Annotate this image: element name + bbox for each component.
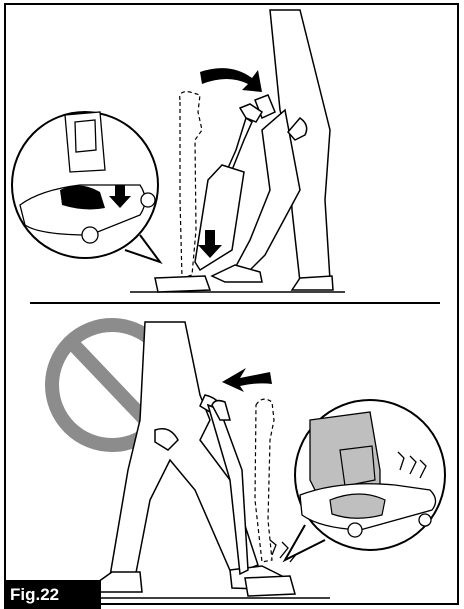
figure-label: Fig.22 bbox=[4, 580, 101, 609]
tilt-arrow bbox=[200, 68, 262, 92]
detail-circle-top bbox=[12, 112, 160, 262]
push-arrow bbox=[222, 368, 272, 392]
cleaner-base-bottom bbox=[245, 576, 295, 596]
person-bottom bbox=[96, 322, 286, 592]
top-panel bbox=[12, 10, 345, 292]
bottom-panel bbox=[52, 322, 445, 598]
detail-circle-bottom bbox=[285, 400, 445, 560]
ghost-upright-bottom bbox=[255, 399, 274, 562]
